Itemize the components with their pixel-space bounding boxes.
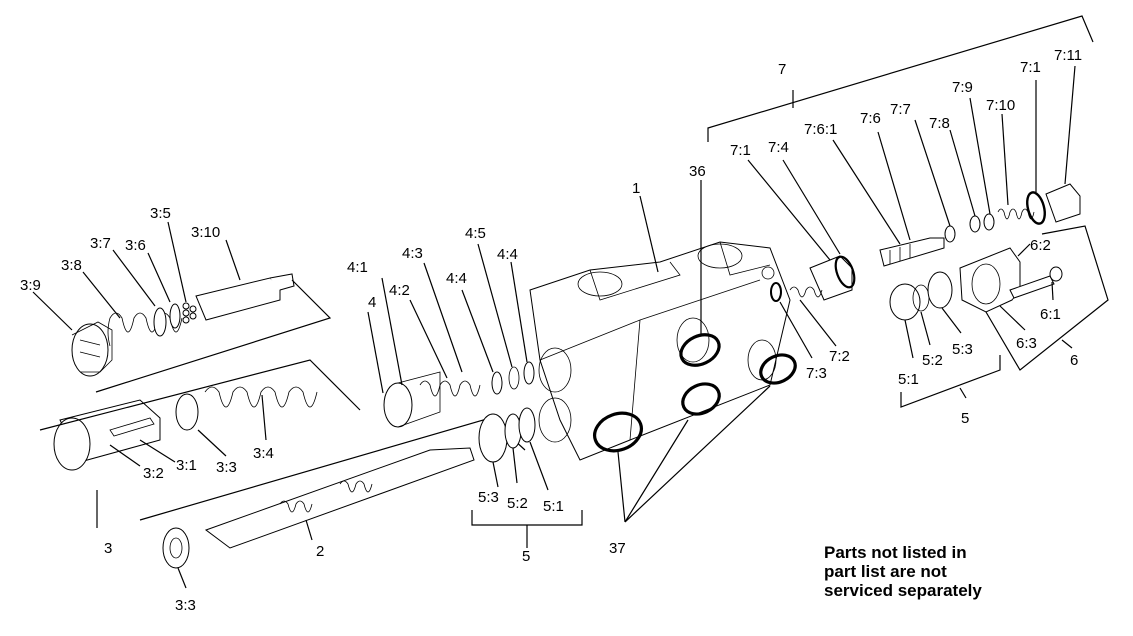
part-3-3-washer-b — [162, 527, 190, 569]
label-3-3-lower: 3:3 — [175, 597, 196, 614]
service-note-line-3: serviced separately — [824, 581, 982, 600]
label-3-4: 3:4 — [253, 445, 274, 462]
label-6-1: 6:1 — [1040, 306, 1061, 323]
part-1-valve-body — [529, 241, 791, 461]
label-5-3-left: 5:3 — [478, 489, 499, 506]
label-3-3-upper: 3:3 — [216, 459, 237, 476]
part-7-3-oring — [770, 282, 782, 302]
part-3-10-pin — [195, 273, 295, 321]
label-3-7: 3:7 — [90, 235, 111, 252]
label-36: 36 — [689, 163, 706, 180]
label-7-6-1: 7:6:1 — [804, 121, 837, 138]
part-36-oring — [679, 333, 721, 367]
label-7-1-right: 7:1 — [1020, 59, 1041, 76]
part-7-6-poppet — [879, 237, 945, 267]
label-7: 7 — [778, 61, 786, 78]
part-4-4-ring-b — [523, 361, 535, 385]
label-5-left: 5 — [522, 548, 530, 565]
label-4-4-right: 4:4 — [497, 246, 518, 263]
part-7-7-washer — [944, 225, 956, 243]
label-7-9: 7:9 — [952, 79, 973, 96]
part-7-9-washer — [983, 213, 995, 231]
label-7-3: 7:3 — [806, 365, 827, 382]
part-7-2-spring — [789, 286, 823, 298]
bracket-group-6 — [985, 225, 1109, 371]
part-3-3-washer-a — [175, 393, 199, 431]
part-5-1-ring-right — [889, 283, 921, 321]
part-5-3-washer-right — [927, 271, 953, 309]
label-4-1: 4:1 — [347, 259, 368, 276]
part-3-7-washer — [153, 307, 167, 337]
label-37: 37 — [609, 540, 626, 557]
part-6-1-screw — [1009, 266, 1063, 299]
label-5-2-left: 5:2 — [507, 495, 528, 512]
part-7-11-plug — [1045, 183, 1081, 223]
label-7-4: 7:4 — [768, 139, 789, 156]
bracket-group-5-right — [900, 355, 1001, 408]
bracket-group-5-left — [471, 510, 583, 526]
label-3-6: 3:6 — [125, 237, 146, 254]
part-3-9-cap — [71, 321, 113, 377]
label-3: 3 — [104, 540, 112, 557]
label-1: 1 — [632, 180, 640, 197]
part-4-2-spring — [419, 380, 481, 397]
service-note-line-1: Parts not listed in — [824, 543, 967, 562]
label-2: 2 — [316, 543, 324, 560]
label-3-8: 3:8 — [61, 257, 82, 274]
label-7-1-left: 7:1 — [730, 142, 751, 159]
leader-group-3-bracket — [95, 279, 332, 393]
part-7-1-oring-right — [1026, 191, 1046, 225]
part-37-oring-c — [759, 353, 797, 385]
label-5-2-right: 5:2 — [922, 352, 943, 369]
part-5-2-ring-left — [504, 413, 522, 449]
leader-group-3-lower-bracket — [39, 359, 361, 431]
part-5-3-washer-left — [478, 413, 508, 463]
part-3-5-balls — [182, 302, 197, 324]
leader-lines — [32, 65, 1076, 589]
label-7-8: 7:8 — [929, 115, 950, 132]
label-4-2: 4:2 — [389, 282, 410, 299]
label-3-1: 3:1 — [176, 457, 197, 474]
part-5-1-ring-left — [518, 407, 536, 443]
label-7-2: 7:2 — [829, 348, 850, 365]
service-note-line-2: part list are not — [824, 562, 947, 581]
bracket-group-7 — [707, 15, 1094, 142]
label-4-3: 4:3 — [402, 245, 423, 262]
part-2-spool — [204, 447, 475, 549]
label-5-1-right: 5:1 — [898, 371, 919, 388]
label-4-4-left: 4:4 — [446, 270, 467, 287]
part-3-6-washer — [169, 303, 181, 329]
label-4-5: 4:5 — [465, 225, 486, 242]
part-7-8-washer — [969, 215, 981, 233]
part-4-1-plug — [383, 371, 441, 428]
label-3-2: 3:2 — [143, 465, 164, 482]
part-37-oring-b — [681, 382, 721, 416]
part-37-oring-a — [593, 411, 643, 453]
label-3-5: 3:5 — [150, 205, 171, 222]
label-5-3-right: 5:3 — [952, 341, 973, 358]
label-3-10: 3:10 — [191, 224, 220, 241]
label-3-9: 3:9 — [20, 277, 41, 294]
label-6-3: 6:3 — [1016, 335, 1037, 352]
label-7-10: 7:10 — [986, 97, 1015, 114]
label-6-2: 6:2 — [1030, 237, 1051, 254]
part-3-4-spring — [204, 386, 318, 408]
label-5-right: 5 — [961, 410, 969, 427]
part-4-4-ring-a — [491, 371, 503, 395]
label-5-1-left: 5:1 — [543, 498, 564, 515]
label-7-6: 7:6 — [860, 110, 881, 127]
label-6: 6 — [1070, 352, 1078, 369]
part-4-5-oring — [508, 366, 520, 390]
part-3-1-housing — [53, 399, 161, 471]
part-7-4-cap — [809, 255, 856, 301]
label-4: 4 — [368, 294, 376, 311]
service-note: Parts not listed in part list are not se… — [824, 543, 982, 600]
label-7-11: 7:11 — [1054, 47, 1082, 64]
label-7-7: 7:7 — [890, 101, 911, 118]
